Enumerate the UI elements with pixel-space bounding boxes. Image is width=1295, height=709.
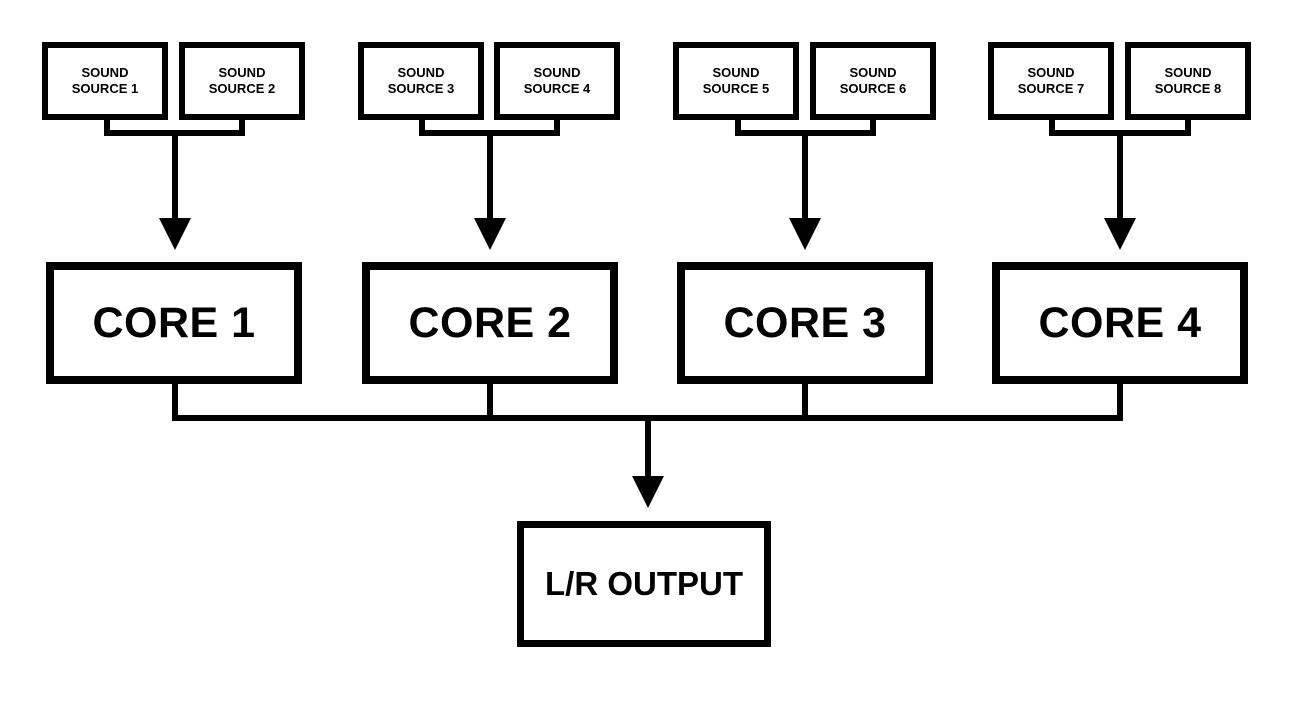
arrow-to-core-1 [159, 218, 191, 250]
core-3-box: CORE 3 [677, 262, 933, 384]
sound-source-7-box: SOUND SOURCE 7 [988, 42, 1114, 120]
sound-source-8-label: SOUND SOURCE 8 [1154, 65, 1222, 96]
source-pair-1-bracket [104, 118, 245, 225]
arrow-to-output [632, 476, 664, 508]
sound-source-1-label: SOUND SOURCE 1 [71, 65, 139, 96]
sound-source-3-box: SOUND SOURCE 3 [358, 42, 484, 120]
core-2-box: CORE 2 [362, 262, 618, 384]
lr-output-label: L/R OUTPUT [545, 565, 743, 602]
sound-source-4-box: SOUND SOURCE 4 [494, 42, 620, 120]
sound-source-8-box: SOUND SOURCE 8 [1125, 42, 1251, 120]
source-pair-4-bracket [1049, 118, 1191, 225]
lr-output-box: L/R OUTPUT [517, 521, 771, 647]
sound-source-2-box: SOUND SOURCE 2 [179, 42, 305, 120]
sound-source-6-label: SOUND SOURCE 6 [839, 65, 907, 96]
sound-source-3-label: SOUND SOURCE 3 [387, 65, 455, 96]
core-3-label: CORE 3 [723, 298, 887, 347]
arrow-to-core-2 [474, 218, 506, 250]
core-2-label: CORE 2 [408, 298, 572, 347]
sound-source-5-box: SOUND SOURCE 5 [673, 42, 799, 120]
sound-source-4-label: SOUND SOURCE 4 [523, 65, 591, 96]
core-4-label: CORE 4 [1038, 298, 1202, 347]
core-1-box: CORE 1 [46, 262, 302, 384]
sound-source-6-box: SOUND SOURCE 6 [810, 42, 936, 120]
arrow-to-core-3 [789, 218, 821, 250]
sound-source-5-label: SOUND SOURCE 5 [702, 65, 770, 96]
sound-source-7-label: SOUND SOURCE 7 [1017, 65, 1085, 96]
source-pair-2-bracket [419, 118, 560, 225]
sound-source-1-box: SOUND SOURCE 1 [42, 42, 168, 120]
core-output-bus [172, 384, 1123, 482]
core-4-box: CORE 4 [992, 262, 1248, 384]
arrow-to-core-4 [1104, 218, 1136, 250]
core-1-label: CORE 1 [92, 298, 256, 347]
sound-source-2-label: SOUND SOURCE 2 [208, 65, 276, 96]
source-pair-3-bracket [735, 118, 876, 225]
